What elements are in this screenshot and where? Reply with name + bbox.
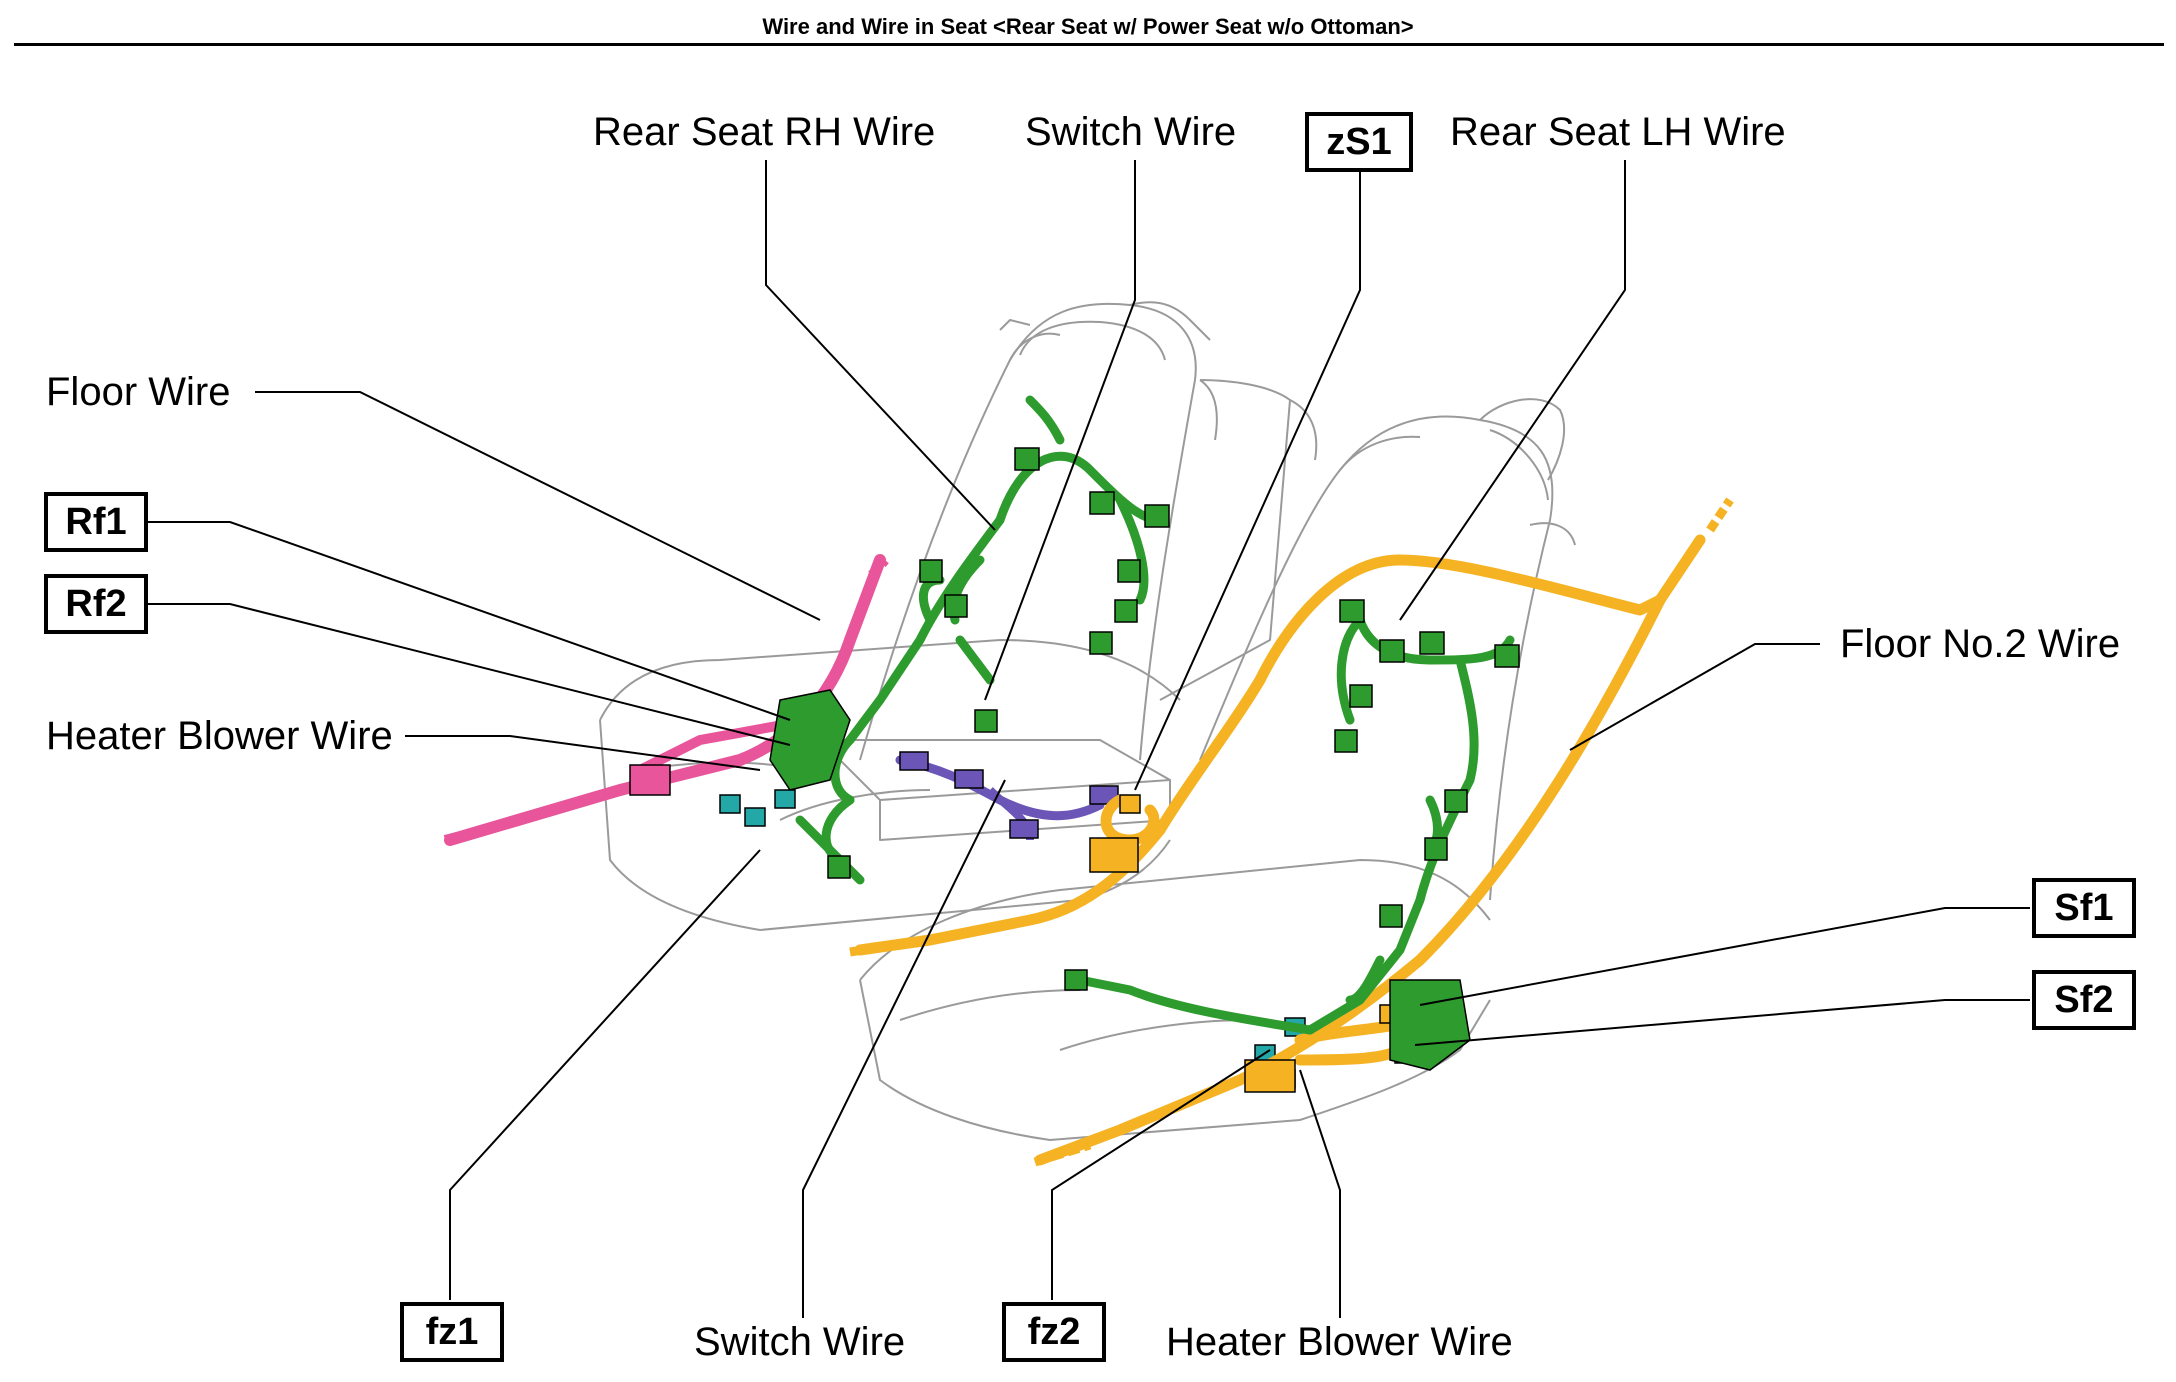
connector-fz1-label: fz1 — [400, 1302, 504, 1362]
heater-blower-wire-bottom-label: Heater Blower Wire — [1166, 1320, 1513, 1364]
leader-lines — [146, 160, 2030, 1318]
seat-outline — [599, 301, 1576, 1141]
rear-seat-rh-wire-connectors — [769, 447, 1170, 879]
connector-rf2-label: Rf2 — [44, 574, 148, 634]
switch-wire-bottom-label: Switch Wire — [694, 1320, 906, 1364]
rear-seat-rh-wire-harness — [795, 395, 1165, 885]
connector-zs1-label: zS1 — [1305, 112, 1413, 172]
heater-blower-wire-left-label: Heater Blower Wire — [46, 714, 393, 758]
switch-wire-top-label: Switch Wire — [1025, 110, 1237, 154]
rear-seat-lh-wire-connectors — [1064, 599, 1520, 1071]
page-title: Wire and Wire in Seat <Rear Seat w/ Powe… — [762, 14, 1414, 39]
rear-seat-lh-wire-harness — [1075, 615, 1515, 1035]
rear-seat-lh-wire-label: Rear Seat LH Wire — [1450, 110, 1786, 154]
connector-sf2-label: Sf2 — [2032, 970, 2136, 1030]
connector-rf1-label: Rf1 — [44, 492, 148, 552]
rear-seat-rh-wire-label: Rear Seat RH Wire — [593, 110, 936, 154]
connector-fz2-label: fz2 — [1002, 1302, 1106, 1362]
floor-wire-connector — [629, 764, 671, 796]
switch-wire-harness — [895, 751, 1119, 841]
floor-wire-label: Floor Wire — [46, 370, 231, 414]
connector-sf1-label: Sf1 — [2032, 878, 2136, 938]
floor-no2-wire-connectors — [1089, 794, 1416, 1093]
floor-no2-wire-dashed-ends — [849, 497, 1734, 1167]
floor-no2-wire-label: Floor No.2 Wire — [1840, 622, 2121, 666]
title-rule — [14, 43, 2164, 46]
